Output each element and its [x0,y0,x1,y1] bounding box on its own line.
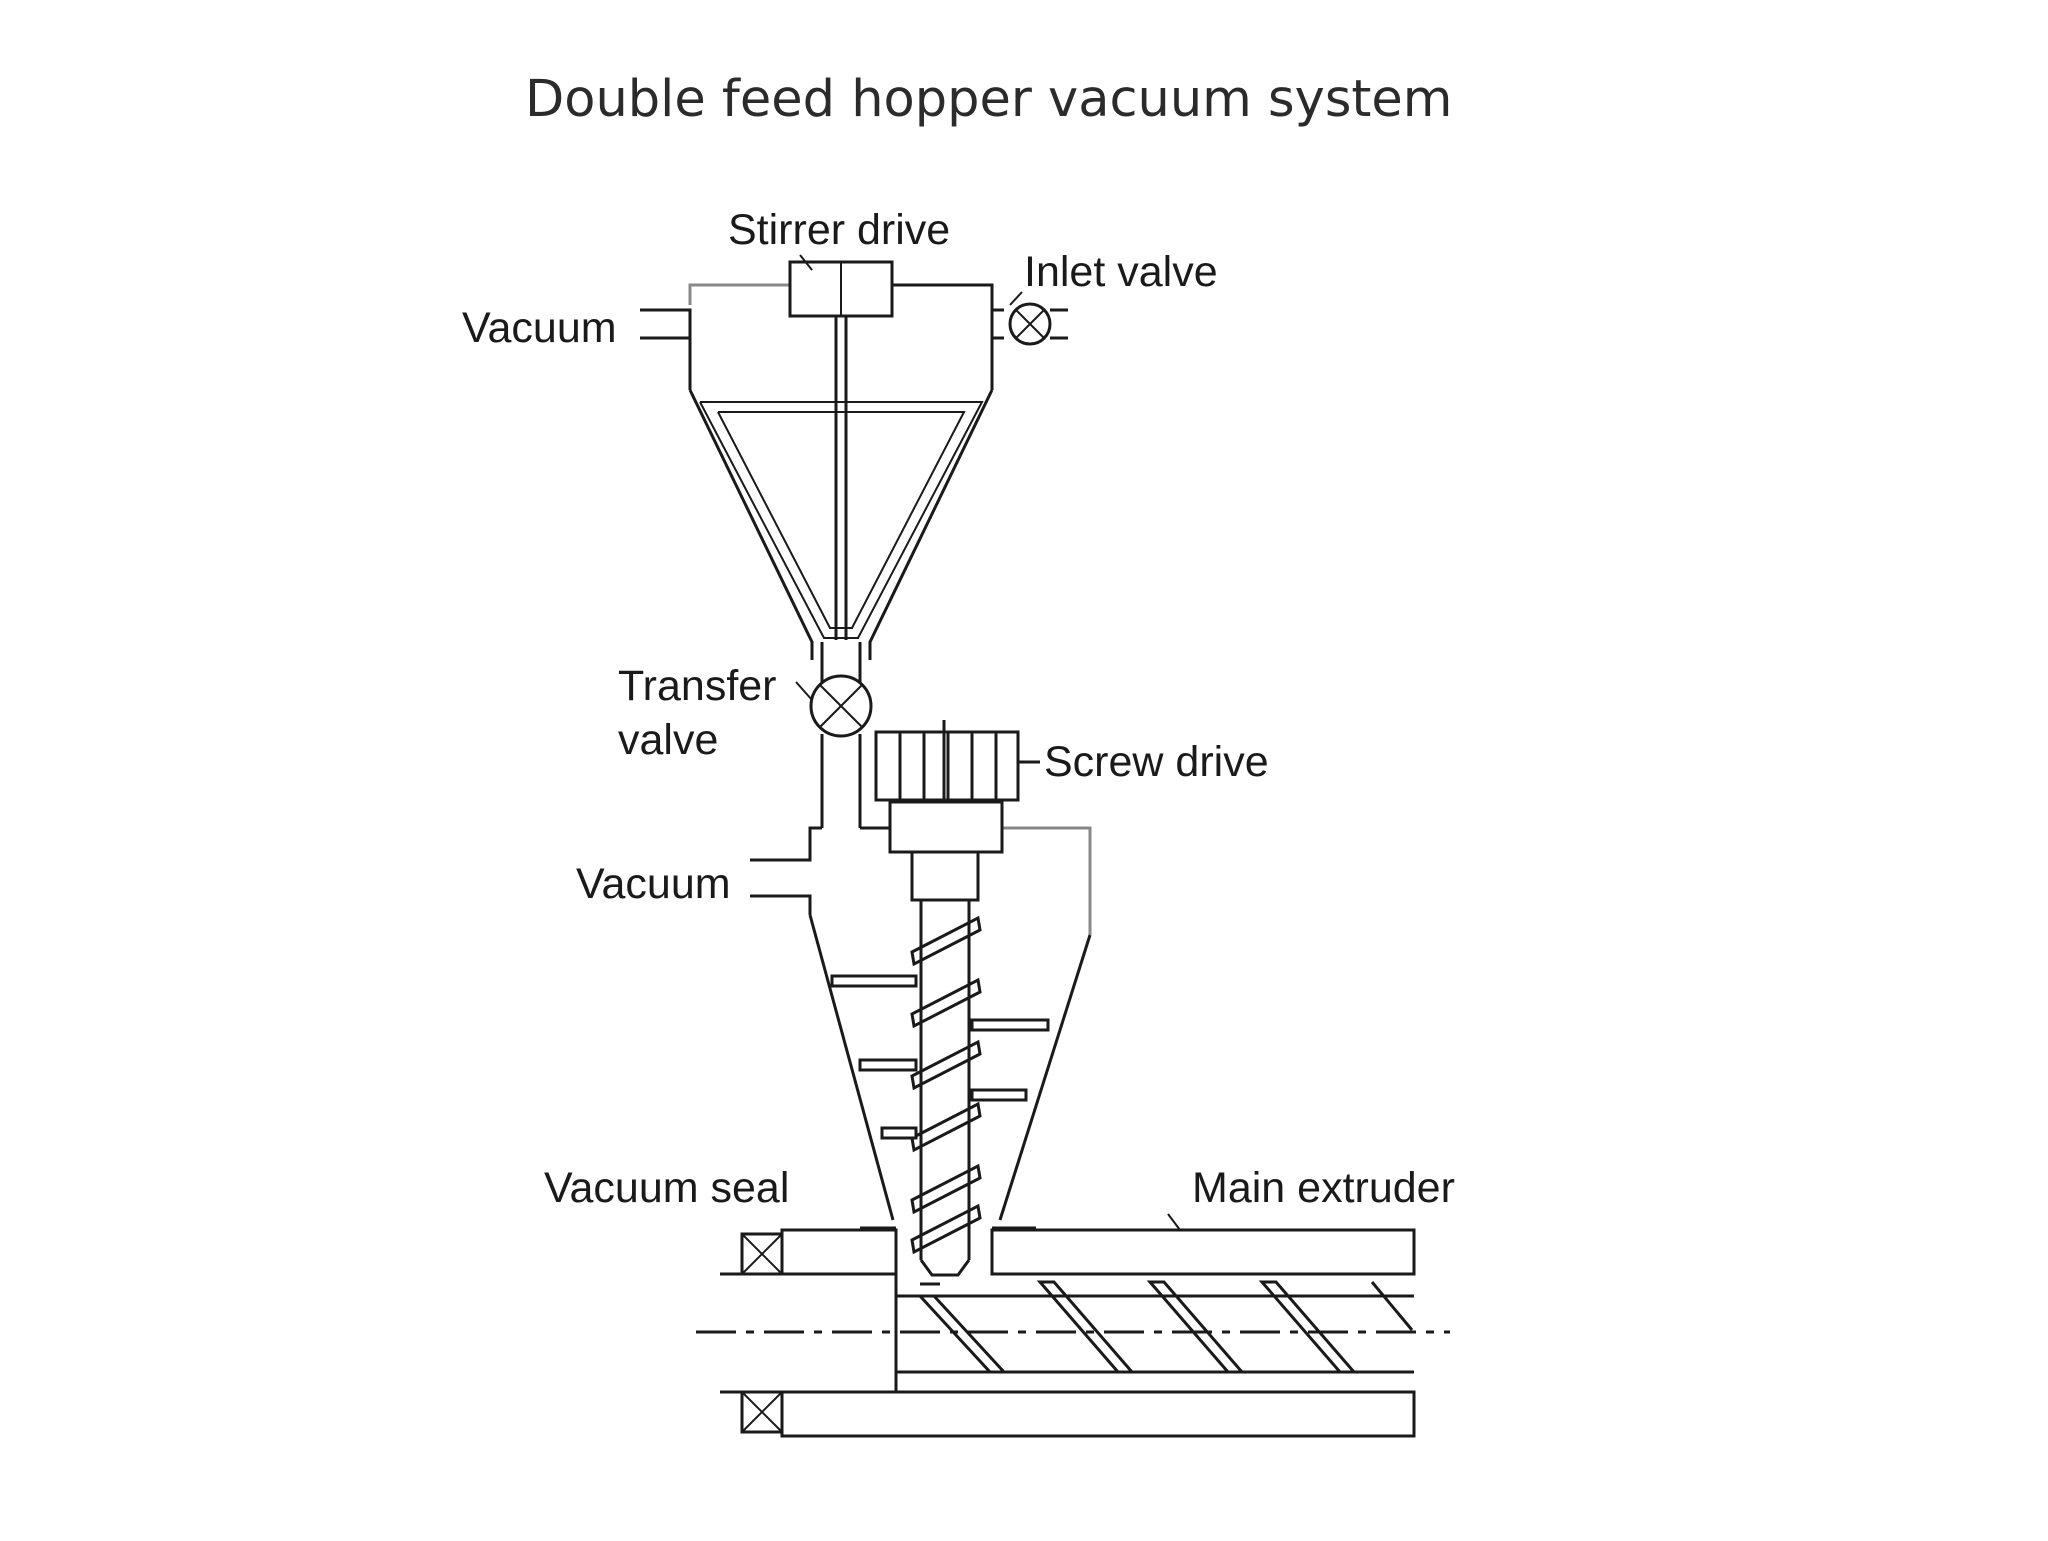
vacuum-seal-lower [740,1390,784,1434]
main-extruder-leader [1167,1213,1181,1231]
diagram-title: Double feed hopper vacuum system [525,70,1452,129]
lower-hopper [750,826,1092,1221]
label-transfer-valve-line2: valve [618,716,718,764]
baffles [830,974,1050,1140]
label-inlet-valve: Inlet valve [1024,248,1218,296]
label-stirrer-drive: Stirrer drive [728,206,950,254]
stirrer-drive [788,254,894,640]
main-extruder [696,1226,1450,1438]
label-main-extruder: Main extruder [1192,1164,1455,1212]
upper-hopper [640,283,994,682]
transfer-valve [795,674,873,828]
inlet-valve [992,291,1068,346]
label-screw-drive: Screw drive [1044,738,1269,786]
label-vacuum-seal: Vacuum seal [544,1164,789,1212]
label-vacuum-top: Vacuum [462,304,617,352]
vacuum-seal-upper [740,1232,784,1276]
screw-drive [874,720,1040,902]
feed-screw [910,900,982,1277]
label-vacuum-middle: Vacuum [576,860,731,908]
label-transfer-valve-line1: Transfer [618,662,777,710]
